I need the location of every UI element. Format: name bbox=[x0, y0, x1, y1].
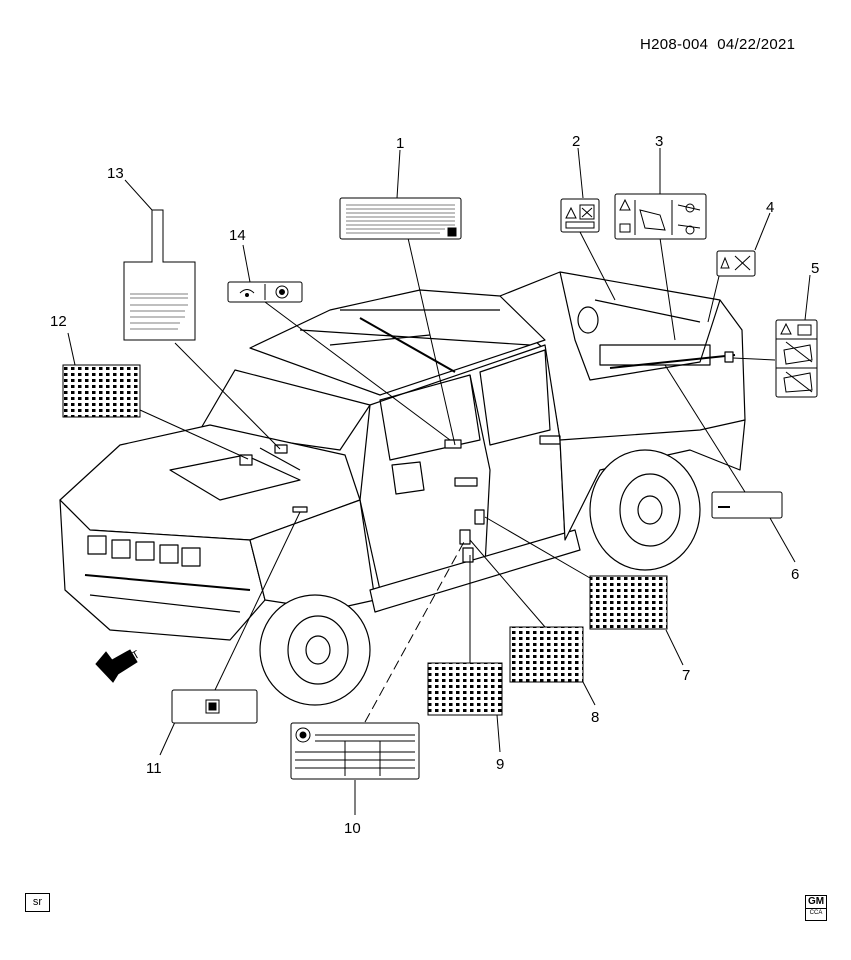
callout-9: 9 bbox=[496, 756, 504, 773]
gm-logo-top: GM bbox=[807, 896, 825, 907]
callout-11: 11 bbox=[146, 760, 162, 777]
diagram-code: H208-004 bbox=[640, 36, 709, 53]
callout-5: 5 bbox=[811, 260, 819, 277]
diagram-date: 04/22/2021 bbox=[717, 36, 796, 53]
callout-6: 6 bbox=[791, 566, 799, 583]
leader-lines bbox=[67, 147, 811, 815]
label-artwork bbox=[62, 193, 818, 780]
callout-3: 3 bbox=[655, 133, 663, 150]
callout-14: 14 bbox=[229, 227, 246, 244]
callout-12: 12 bbox=[50, 313, 67, 330]
gm-logo: GM CCA bbox=[805, 895, 827, 921]
callout-8: 8 bbox=[591, 709, 599, 726]
diagram-header: H208-004 04/22/2021 bbox=[640, 36, 795, 53]
callout-4: 4 bbox=[766, 199, 774, 216]
callout-2: 2 bbox=[572, 133, 580, 150]
callout-7: 7 bbox=[682, 667, 690, 684]
callout-13: 13 bbox=[107, 165, 124, 182]
callout-numbers: 1 2 3 4 5 6 7 8 9 10 11 12 13 14 bbox=[50, 133, 819, 837]
front-direction-arrow: FRT bbox=[95, 648, 142, 683]
sr-box: sr bbox=[25, 893, 50, 912]
callout-10: 10 bbox=[344, 820, 361, 837]
truck-illustration bbox=[59, 271, 746, 706]
callout-1: 1 bbox=[396, 135, 404, 152]
gm-logo-bottom: CCA bbox=[806, 908, 826, 918]
